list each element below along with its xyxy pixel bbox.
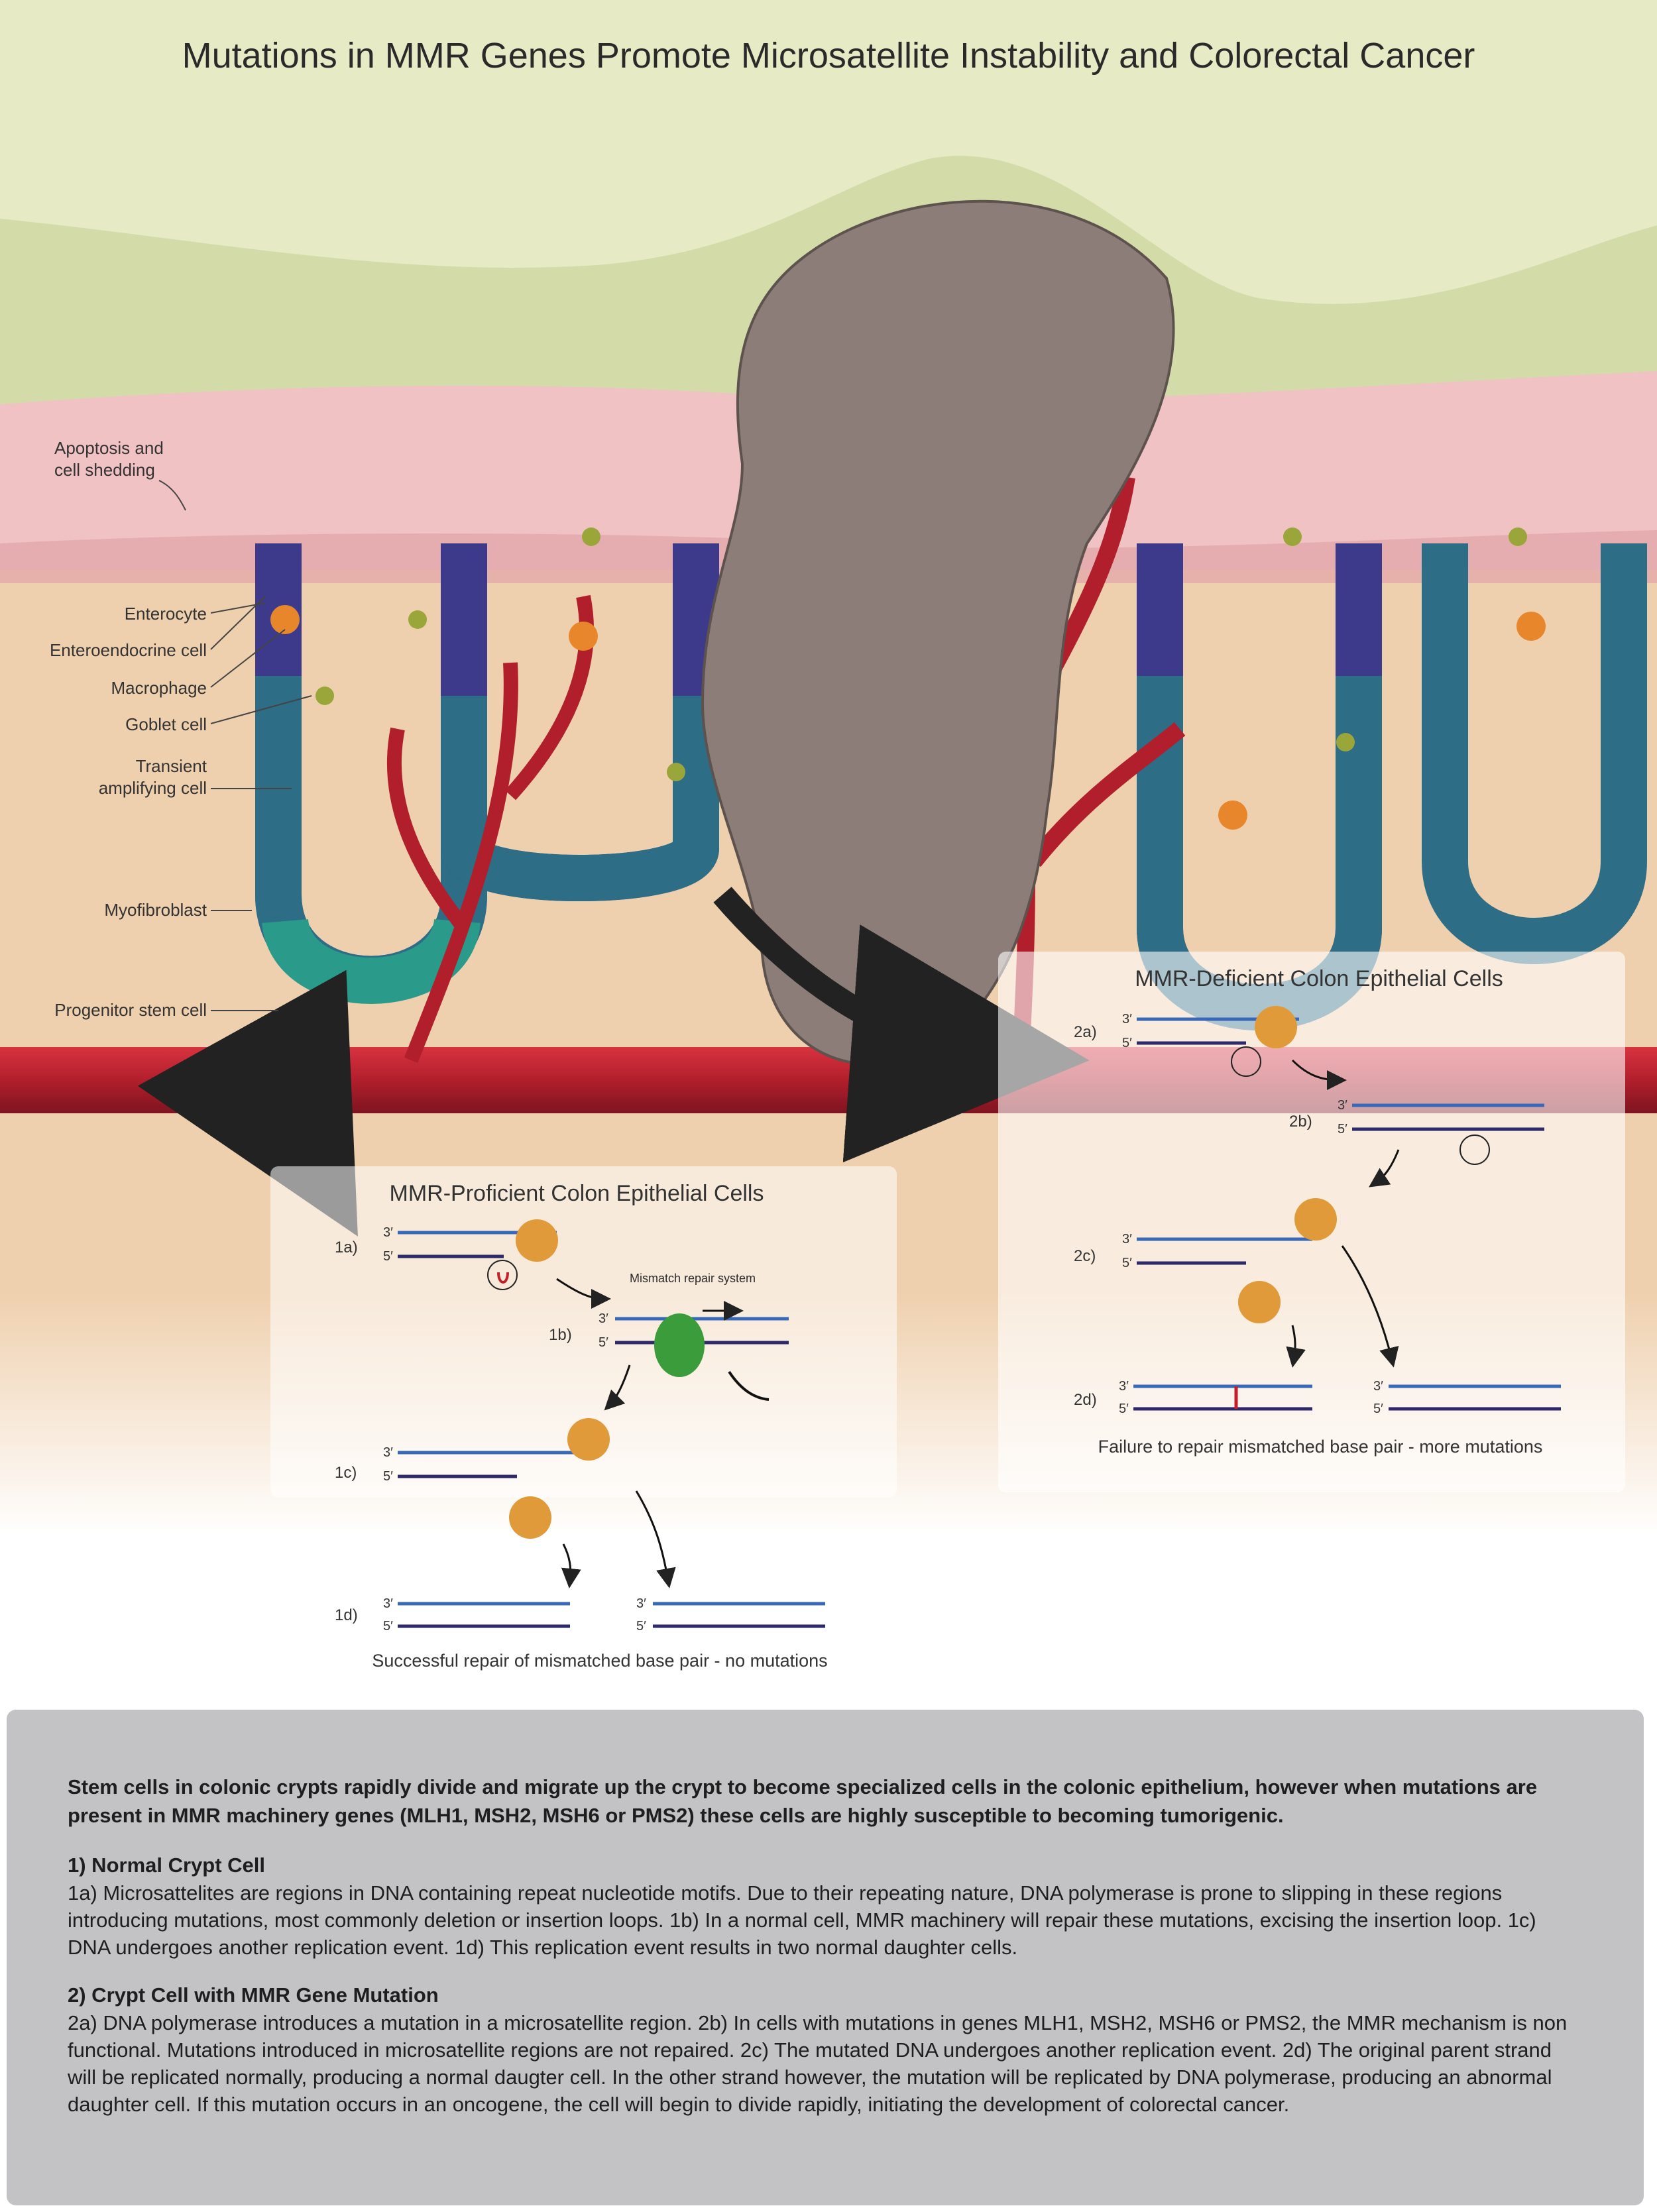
strand-3-2b: 3′: [1338, 1098, 1347, 1113]
label-progenitor: Progenitor stem cell: [54, 1000, 207, 1020]
dna-2d: [1133, 1384, 1561, 1411]
section2-body: 2a) DNA polymerase introduces a mutation…: [68, 2011, 1568, 2116]
strand-3-2c: 3′: [1122, 1232, 1132, 1246]
dna-1b: [615, 1301, 789, 1401]
strand-5-2b: 5′: [1338, 1122, 1347, 1136]
macrophage-right: [1218, 612, 1546, 830]
strand-5-1d-left: 5′: [383, 1619, 393, 1633]
proficient-arrows: [556, 1278, 676, 1588]
strand-3-1b: 3′: [599, 1311, 608, 1326]
deficient-title: MMR-Deficient Colon Epithelial Cells: [1135, 966, 1503, 991]
arrow-to-deficient: [713, 887, 1090, 1163]
dna-2a: [1137, 1006, 1299, 1077]
step-2c: 2c): [1074, 1247, 1096, 1265]
white-bg: [0, 1531, 1657, 1710]
strand-5-1a: 5′: [383, 1249, 393, 1264]
strand-3-1d-left: 3′: [383, 1596, 393, 1611]
step-2b: 2b): [1289, 1113, 1312, 1131]
strand-labels: 3′ 5′ 3′ 5′ 3′ 5′ 3′ 5′ 3′ 5′ 3′ 5′ 3′ 5…: [383, 1012, 1383, 1633]
label-enterocyte: Enterocyte: [125, 604, 207, 624]
cell-labels: Apoptosis and cell shedding Enterocyte E…: [50, 438, 207, 1020]
strand-5-2a: 5′: [1122, 1036, 1132, 1050]
strand-3-2d-left: 3′: [1119, 1379, 1129, 1394]
dna-1d: [398, 1602, 825, 1628]
deficient-caption: Failure to repair mismatched base pair -…: [1098, 1437, 1543, 1457]
page-title: Mutations in MMR Genes Promote Microsate…: [182, 36, 1475, 76]
macrophage-mid: [569, 622, 598, 651]
strand-5-1b: 5′: [599, 1335, 608, 1350]
step-1a: 1a): [335, 1239, 358, 1256]
dna-2c: [1137, 1198, 1337, 1323]
strand-3-1d-right: 3′: [636, 1596, 646, 1611]
deficient-arrows: [1286, 1059, 1400, 1368]
label-apoptosis-1: Apoptosis and: [54, 438, 164, 458]
step-1b: 1b): [549, 1326, 572, 1344]
dna-2b: [1352, 1103, 1544, 1165]
strand-5-2d-left: 5′: [1119, 1402, 1129, 1416]
label-transient-2: amplifying cell: [99, 778, 207, 798]
middle-crypt-lower: [441, 696, 719, 901]
strand-3-1c: 3′: [383, 1445, 393, 1460]
strand-5-1c: 5′: [383, 1469, 393, 1484]
label-goblet: Goblet cell: [125, 714, 207, 734]
arrow-to-proficient: [137, 969, 358, 1237]
label-apoptosis-2: cell shedding: [54, 460, 155, 480]
strand-5-1d-right: 5′: [636, 1619, 646, 1633]
label-enteroendocrine: Enteroendocrine cell: [50, 640, 207, 660]
dna-1a: [398, 1219, 558, 1290]
macrophage-left: [270, 605, 300, 634]
explanation-box: Stem cells in colonic crypts rapidly div…: [7, 1710, 1644, 2205]
label-macrophage: Macrophage: [111, 678, 207, 698]
label-transient-1: Transient: [136, 756, 207, 776]
label-myofibroblast: Myofibroblast: [104, 900, 207, 920]
step-1d: 1d): [335, 1606, 358, 1624]
strand-3-2d-right: 3′: [1373, 1379, 1383, 1394]
mismatch-repair-label: Mismatch repair system: [630, 1272, 756, 1285]
proficient-panel: [270, 1166, 897, 1498]
strand-5-2c: 5′: [1122, 1256, 1132, 1270]
goblet-cells: [315, 527, 1527, 781]
dna-1c: [398, 1418, 610, 1539]
strand-3-2a: 3′: [1122, 1012, 1132, 1026]
section2-heading: 2) Crypt Cell with MMR Gene Mutation: [68, 1983, 439, 2007]
section1-heading: 1) Normal Crypt Cell: [68, 1853, 266, 1877]
proficient-title: MMR-Proficient Colon Epithelial Cells: [390, 1181, 764, 1206]
step-2d: 2d): [1074, 1391, 1097, 1409]
section1-body: 1a) Microsattelites are regions in DNA c…: [68, 1881, 1536, 1959]
proficient-caption: Successful repair of mismatched base pai…: [372, 1651, 827, 1671]
strand-5-2d-right: 5′: [1373, 1402, 1383, 1416]
strand-3-1a: 3′: [383, 1225, 393, 1240]
far-right-crypt: [1422, 543, 1647, 964]
intro-text: Stem cells in colonic crypts rapidly div…: [68, 1775, 1538, 1827]
step-2a: 2a): [1074, 1023, 1097, 1041]
step-1c: 1c): [335, 1464, 357, 1482]
label-leaders: [158, 480, 312, 1011]
